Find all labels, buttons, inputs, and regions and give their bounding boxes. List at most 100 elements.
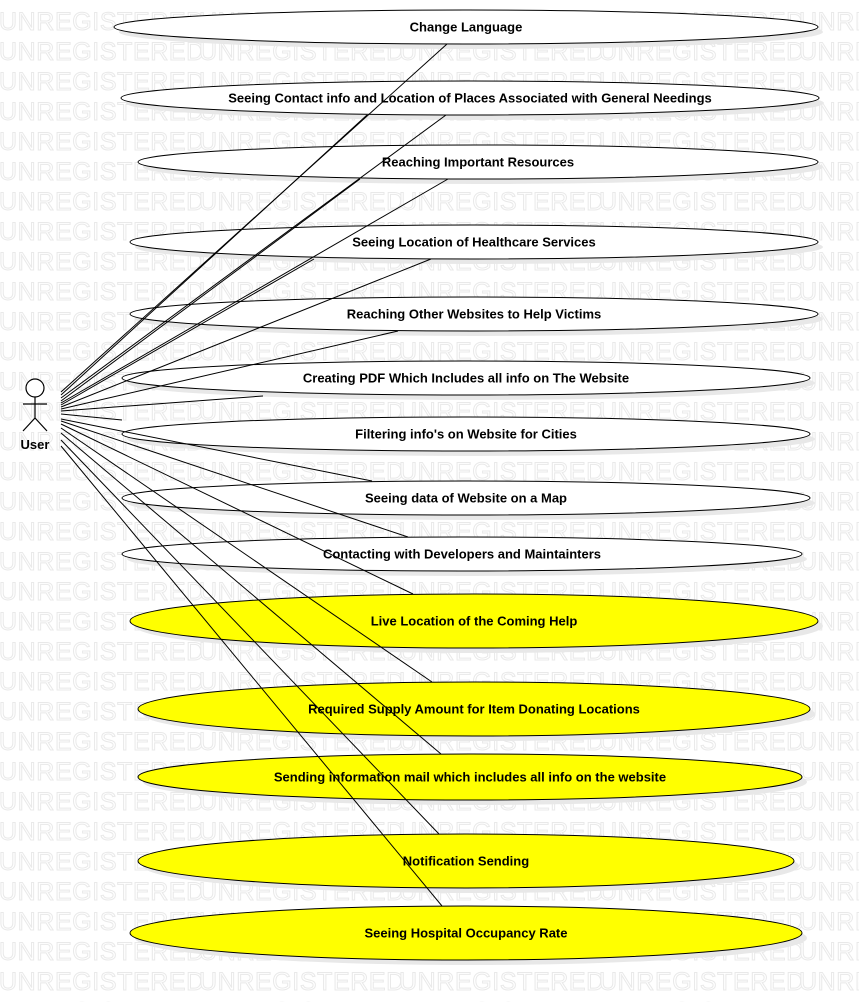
associations [60,43,449,907]
use-case[interactable]: Notification Sending [137,833,795,889]
actor-label: User [21,437,50,452]
watermark-text: UNREGISTERED [0,188,205,216]
watermark-text: UNREGISTERED [0,878,205,906]
use-case[interactable]: Required Supply Amount for Item Donating… [137,681,811,737]
watermark-text: UNREGISTERED [0,788,205,816]
watermark-text: UNREGISTERED [199,968,405,996]
use-case-ellipse [137,753,803,801]
watermark-text: UNREGISTERED [599,338,805,366]
watermark-text: UNREGISTERED [0,998,205,1002]
watermark-text: UNREGISTERED [599,998,805,1002]
watermark-text: UNREGISTERED [0,668,205,696]
use-case-label: Filtering info's on Website for Cities [355,427,577,442]
use-case[interactable]: Sending information mail which includes … [137,753,803,801]
watermark-text: UNREGISTERED [799,398,859,426]
use-case-label: Reaching Important Resources [382,155,574,170]
watermark-text: UNREGISTERED [799,68,859,96]
watermark-text: UNREGISTERED [799,698,859,726]
use-case[interactable]: Live Location of the Coming Help [129,593,819,649]
watermark-text: UNREGISTERED [599,188,805,216]
association-line [60,439,440,835]
watermark-text: UNREGISTERED [0,128,205,156]
watermark-text: UNREGISTERED [0,68,205,96]
use-case[interactable]: Seeing data of Website on a Map [121,480,811,516]
use-case-ellipse [121,360,811,396]
use-case-label: Seeing Hospital Occupancy Rate [364,926,567,941]
association-line [60,330,399,410]
use-case-label: Live Location of the Coming Help [371,614,578,629]
use-case[interactable]: Contacting with Developers and Maintaint… [121,536,803,572]
watermark-text: UNREGISTERED [799,848,859,876]
watermark-text: UNREGISTERED [799,128,859,156]
use-case-ellipse [137,144,819,180]
watermark-text: UNREGISTERED [399,998,605,1002]
use-case-label: Creating PDF Which Includes all info on … [303,371,629,386]
association-line [60,445,443,907]
watermark-text: UNREGISTERED [799,578,859,606]
watermark-text: UNREGISTERED [799,818,859,846]
use-case-ellipse [121,416,811,452]
association-line [60,427,433,683]
watermark-text: UNREGISTERED [799,968,859,996]
association-line [60,423,414,595]
use-case[interactable]: Creating PDF Which Includes all info on … [121,360,811,396]
use-case-label: Sending information mail which includes … [274,770,666,785]
use-case-ellipse [121,480,811,516]
use-case[interactable]: Seeing Location of Healthcare Services [129,224,819,260]
use-case[interactable]: Reaching Other Websites to Help Victims [129,296,819,332]
watermark-text: UNREGISTERED [799,38,859,66]
use-case[interactable]: Reaching Important Resources [137,144,819,180]
use-case-label: Seeing Contact info and Location of Plac… [228,91,712,106]
watermark-text: UNREGISTERED [0,518,205,546]
watermark-text: UNREGISTERED [799,368,859,396]
use-case-ellipse [120,80,820,116]
use-case[interactable]: Seeing Contact info and Location of Plac… [120,80,820,116]
use-case-ellipse [129,905,803,961]
watermark-text: UNREGISTERED [199,188,405,216]
actor-user[interactable]: User [21,378,50,452]
use-case-ellipse [129,224,819,260]
watermark-text: UNREGISTERED [799,248,859,276]
watermark-text: UNREGISTERED [0,638,205,666]
use-case-label: Seeing data of Website on a Map [365,491,567,506]
watermark-text: UNREGISTERED [799,338,859,366]
watermark-text: UNREGISTERED [799,638,859,666]
association-line [60,420,409,538]
watermark-text: UNREGISTERED [0,818,205,846]
watermark-text: UNREGISTERED [0,398,205,426]
watermark-text: UNREGISTERED [799,458,859,486]
use-case[interactable]: Filtering info's on Website for Cities [121,416,811,452]
watermark-text: UNREGISTERED [0,338,205,366]
use-case-label: Reaching Other Websites to Help Victims [347,307,602,322]
association-line [60,432,442,755]
watermark-text: UNREGISTERED [0,38,205,66]
use-case-ellipse [129,296,819,332]
use-case[interactable]: Seeing Hospital Occupancy Rate [129,905,803,961]
watermark-text: UNREGISTERED [199,998,405,1002]
watermark-text: UNREGISTERED [799,518,859,546]
watermark-text: UNREGISTERED [399,968,605,996]
watermark-text: UNREGISTERED [599,968,805,996]
watermark-text: UNREGISTERED [799,188,859,216]
watermark-text: UNREGISTERED [799,668,859,696]
use-case[interactable]: Change Language [113,9,819,45]
watermark-text: UNREGISTERED [0,458,205,486]
use-case-ellipse [113,9,819,45]
watermark-text: UNREGISTERED [799,908,859,936]
use-case-label: Contacting with Developers and Maintaint… [323,547,601,562]
actor-head-icon [25,378,45,398]
watermark-text: UNREGISTERED [799,758,859,786]
association-line [60,178,449,404]
association-line [60,418,373,482]
association-line [60,114,368,396]
use-case-ellipse [137,833,795,889]
watermark-text: UNREGISTERED [599,458,805,486]
actor-right-leg [34,417,48,432]
use-case-label: Required Supply Amount for Item Donating… [308,702,640,717]
use-case-label: Notification Sending [403,854,529,869]
association-line [60,413,123,421]
watermark-text: UNREGISTERED [799,878,859,906]
watermark-text: UNREGISTERED [799,278,859,306]
watermark-text: UNREGISTERED [799,548,859,576]
